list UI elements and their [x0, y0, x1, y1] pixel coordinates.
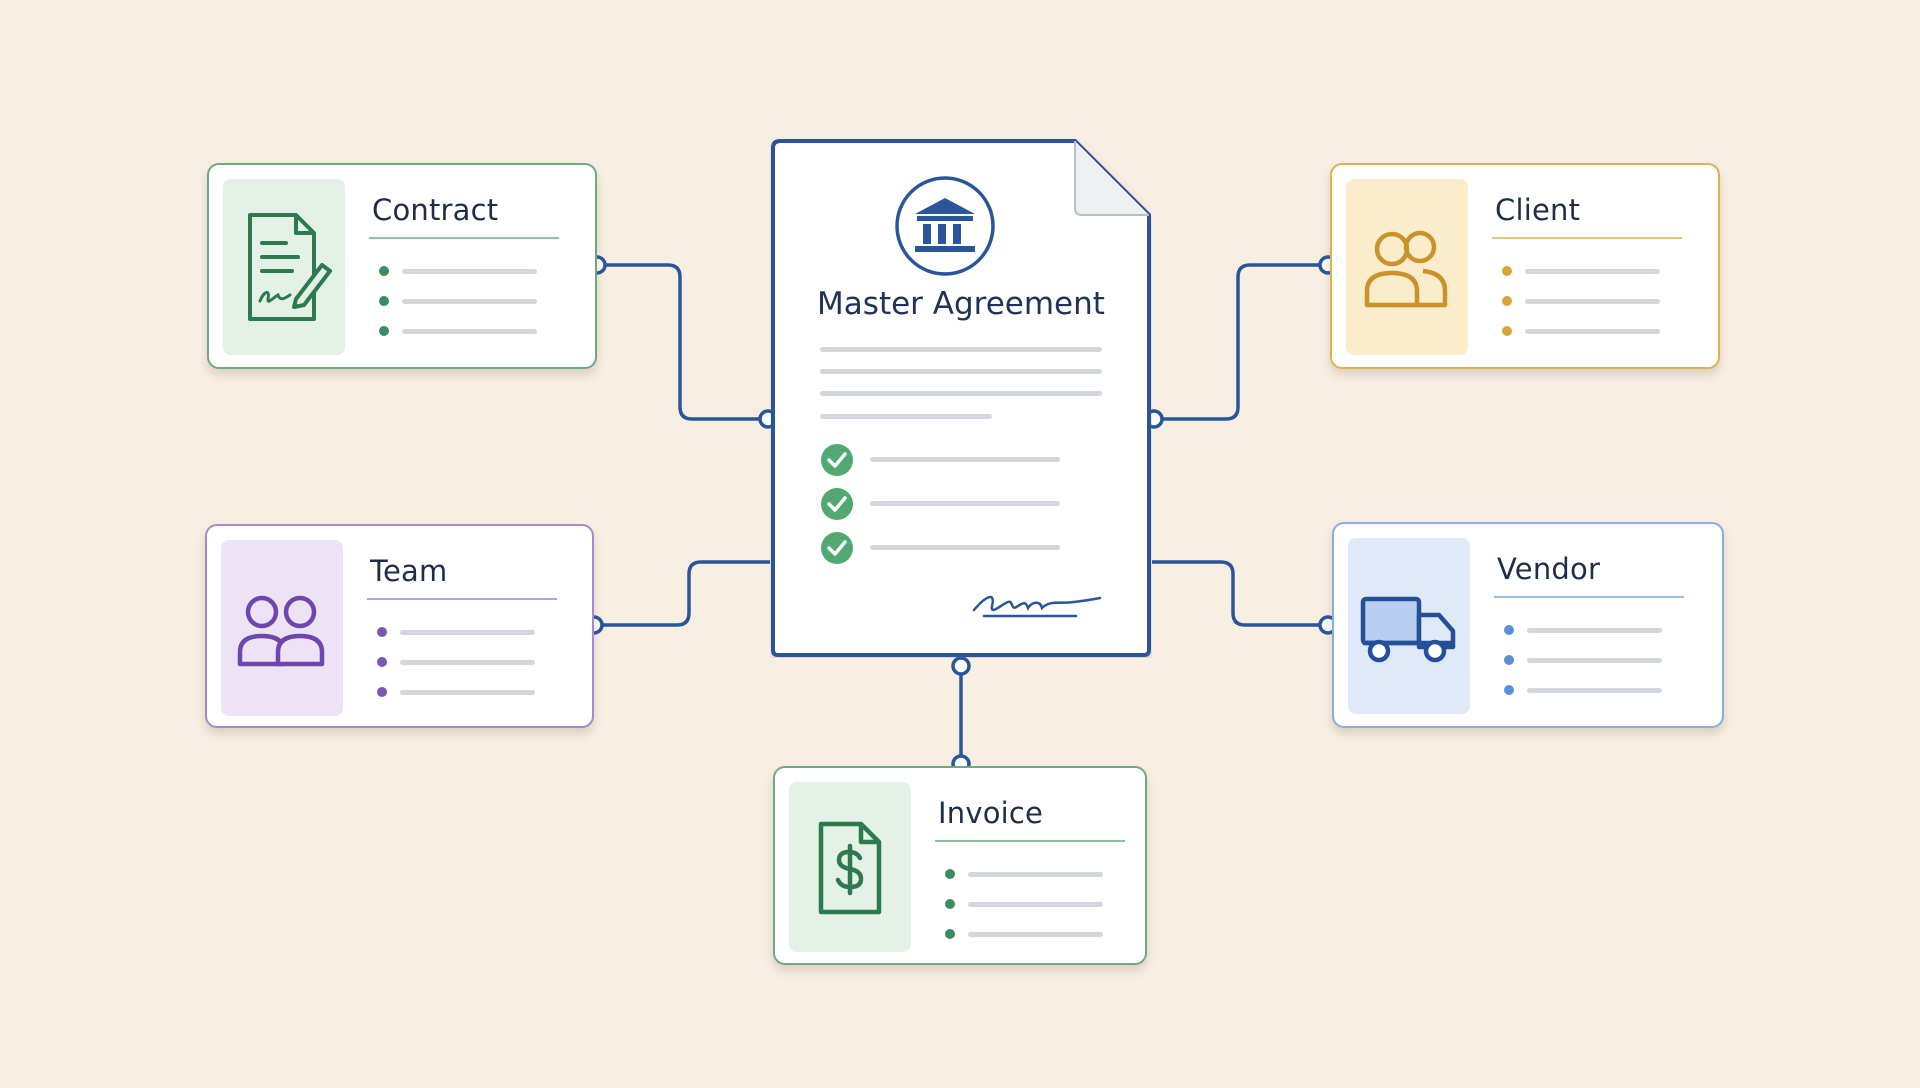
list-item — [377, 686, 547, 698]
list-item — [945, 928, 1115, 940]
connector-client — [1154, 263, 1328, 421]
list-item — [945, 868, 1115, 880]
connector-node — [951, 656, 971, 676]
invoice-title: Invoice — [938, 796, 1044, 830]
team-icon — [237, 595, 325, 667]
list-item — [945, 898, 1115, 910]
list-item — [1504, 684, 1674, 696]
list-item — [1502, 325, 1672, 337]
vendor-title: Vendor — [1497, 552, 1601, 586]
team-icon-panel — [221, 540, 343, 716]
master-agreement-document[interactable]: Master Agreement — [770, 138, 1152, 658]
connector-team — [594, 560, 770, 627]
list-item — [1504, 654, 1674, 666]
checkmark-icon — [821, 488, 853, 520]
list-item — [1502, 265, 1672, 277]
signature-icon — [972, 595, 1102, 618]
list-item — [1504, 624, 1674, 636]
checklist-item — [820, 531, 1080, 565]
contract-icon-panel — [223, 179, 345, 355]
checklist-line — [870, 457, 1060, 462]
document-text-lines — [820, 347, 1102, 419]
list-item — [377, 626, 547, 638]
contract-card[interactable]: Contract — [207, 163, 597, 369]
checklist-line — [870, 545, 1060, 550]
users-icon — [1364, 230, 1448, 308]
title-underline — [935, 840, 1125, 842]
connector-contract — [597, 263, 768, 421]
document-sheet — [771, 139, 1151, 657]
client-icon-panel — [1346, 179, 1468, 355]
title-underline — [369, 237, 559, 239]
contract-signature-icon — [248, 213, 332, 321]
checklist-item — [820, 443, 1080, 477]
list-item — [379, 295, 549, 307]
team-title: Team — [370, 554, 448, 588]
vendor-card[interactable]: Vendor — [1332, 522, 1724, 728]
list-item — [1502, 295, 1672, 307]
invoice-card[interactable]: Invoice — [773, 766, 1147, 965]
invoice-dollar-icon — [818, 821, 882, 915]
title-underline — [1494, 596, 1684, 598]
list-item — [377, 656, 547, 668]
checklist-line — [870, 501, 1060, 506]
contract-title: Contract — [372, 193, 499, 227]
checklist — [820, 443, 1080, 583]
connector-vendor — [1152, 560, 1328, 627]
checklist-item — [820, 487, 1080, 521]
bank-icon — [895, 176, 995, 276]
client-title: Client — [1495, 193, 1581, 227]
list-item — [379, 325, 549, 337]
master-agreement-title: Master Agreement — [817, 286, 1105, 322]
vendor-icon-panel — [1348, 538, 1470, 714]
delivery-truck-icon — [1360, 596, 1456, 663]
invoice-icon-panel — [789, 782, 911, 952]
checkmark-icon — [821, 532, 853, 564]
list-item — [379, 265, 549, 277]
client-card[interactable]: Client — [1330, 163, 1720, 369]
title-underline — [1492, 237, 1682, 239]
team-card[interactable]: Team — [205, 524, 594, 728]
title-underline — [367, 598, 557, 600]
checkmark-icon — [821, 444, 853, 476]
